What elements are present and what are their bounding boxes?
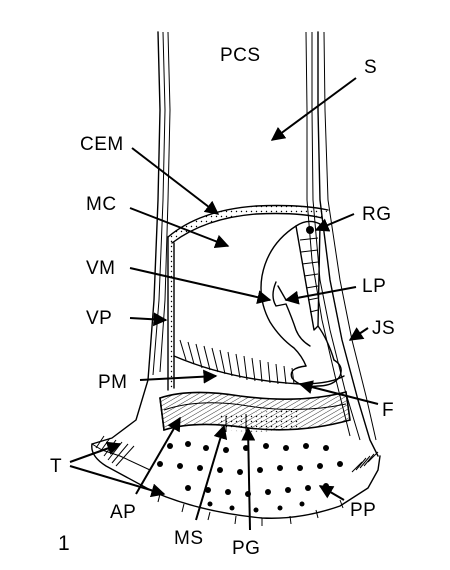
label-JS: JS	[372, 318, 395, 339]
figure-number: 1	[58, 532, 70, 555]
label-AP: AP	[110, 502, 136, 523]
label-MS: MS	[174, 528, 204, 549]
labels: PCS S CEM MC RG VM LP VP JS PM F T AP MS…	[50, 45, 395, 559]
label-LP: LP	[362, 276, 386, 297]
arrow-PG	[241, 426, 256, 531]
arrow-CEM	[131, 147, 220, 215]
basal-region	[91, 435, 381, 526]
arrow-JS	[348, 327, 369, 341]
label-PCS: PCS	[220, 45, 261, 66]
mantle-body	[260, 225, 342, 388]
label-PP: PP	[350, 500, 376, 521]
posterior-plate	[159, 390, 351, 432]
label-VP: VP	[86, 308, 112, 329]
posterior-muscle	[173, 339, 345, 385]
arrow-LP	[284, 286, 357, 305]
arrow-S	[270, 77, 357, 141]
arrow-F	[298, 380, 379, 405]
label-CEM: CEM	[80, 134, 124, 155]
label-F: F	[382, 400, 394, 421]
arrow-MS	[195, 424, 228, 521]
arrow-RG	[314, 213, 355, 232]
arrow-PP	[318, 485, 345, 501]
label-MC: MC	[86, 194, 117, 215]
arrow-MC	[129, 207, 230, 248]
arrow-AP	[135, 416, 181, 495]
label-PM: PM	[98, 372, 128, 393]
label-S: S	[364, 57, 377, 78]
arrow-VM	[129, 267, 272, 305]
capsule-envelope	[167, 204, 329, 391]
label-RG: RG	[362, 204, 392, 225]
pointer-arrows	[69, 77, 379, 531]
arrow-VP	[129, 312, 168, 327]
arrow-T-1	[69, 441, 122, 463]
arrow-PM	[139, 369, 218, 384]
label-PG: PG	[232, 538, 260, 559]
rod-gland	[295, 220, 321, 331]
arrow-T-2	[69, 465, 166, 498]
label-T: T	[50, 456, 62, 477]
label-VM: VM	[86, 258, 116, 279]
